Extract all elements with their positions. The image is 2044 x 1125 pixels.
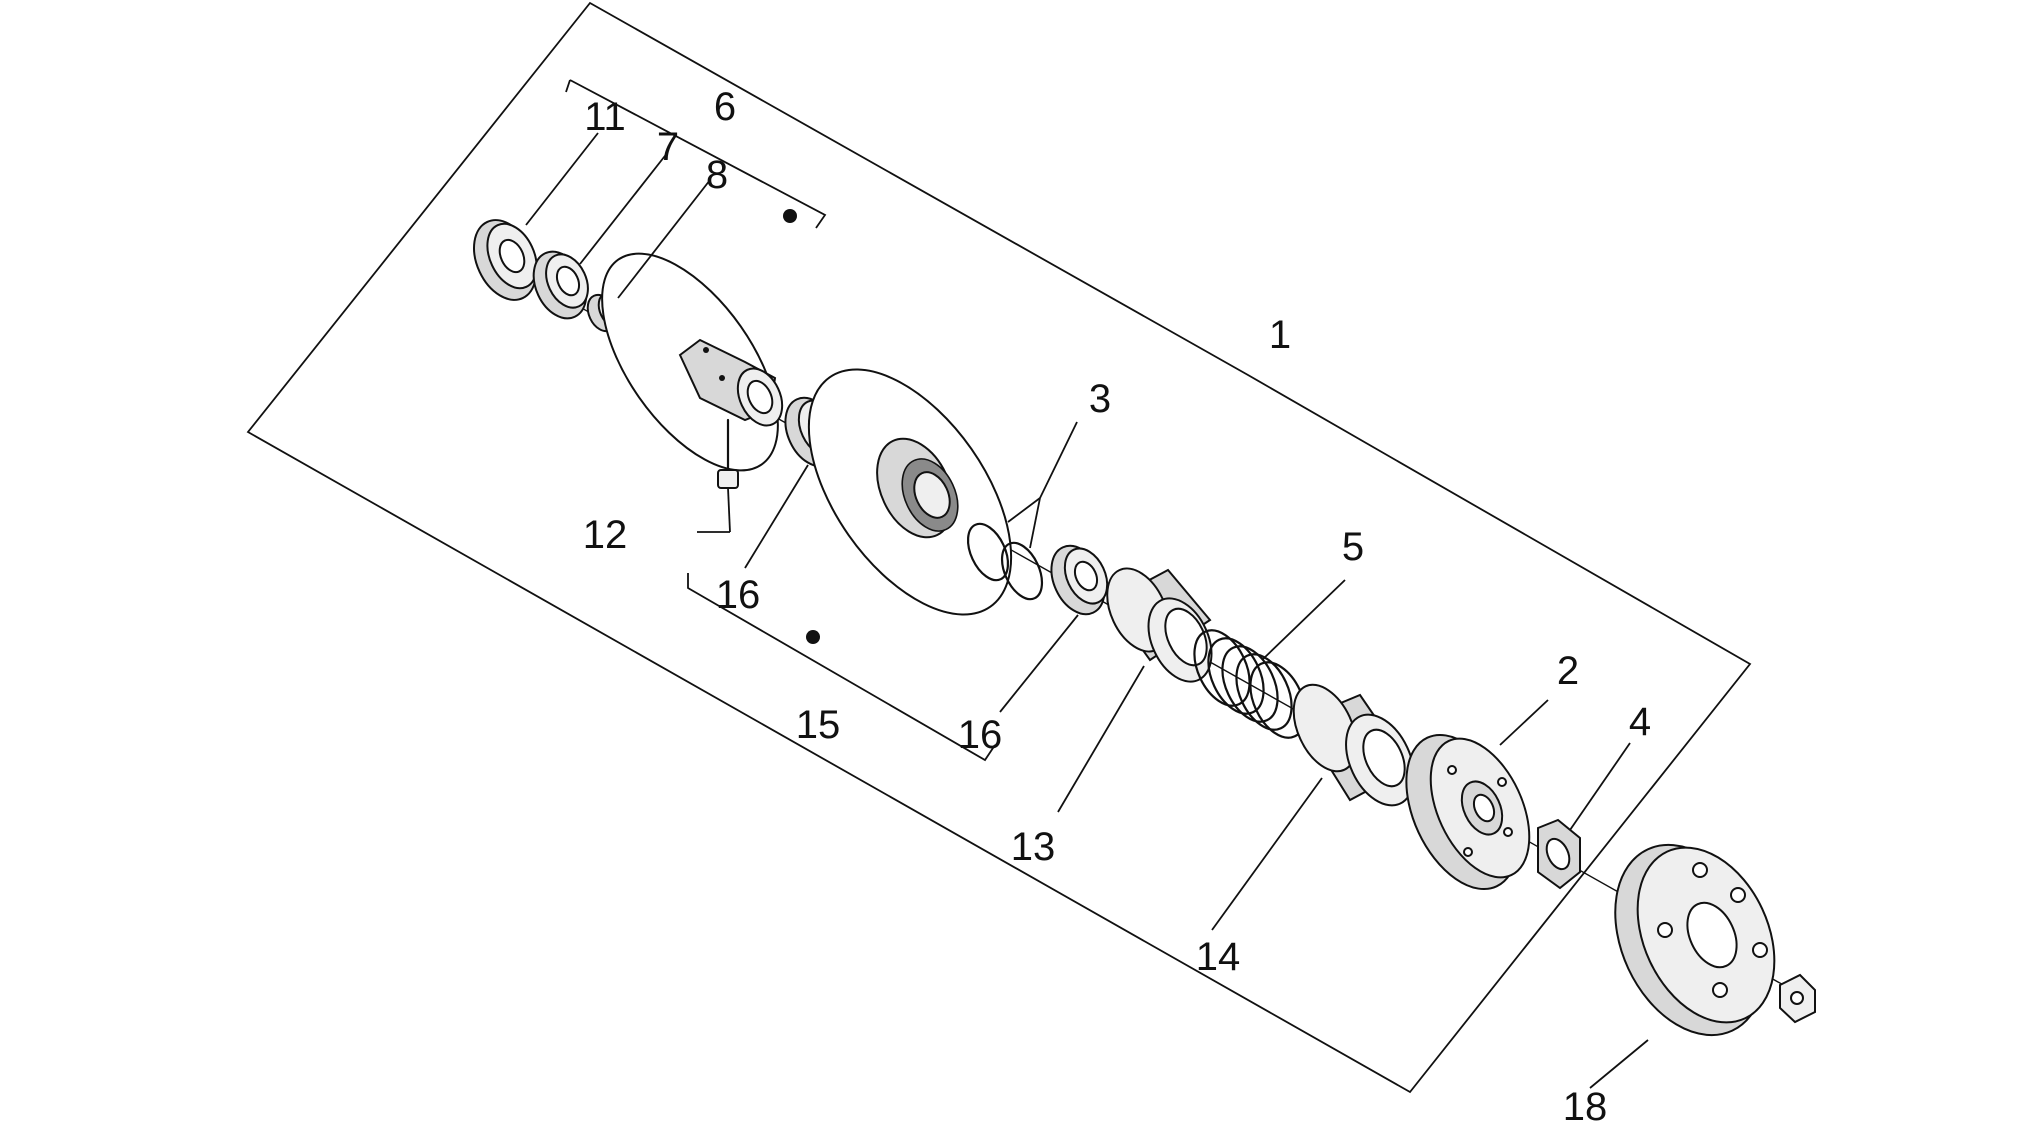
callout-16-upper: 16 <box>716 573 761 617</box>
callout-8: 8 <box>706 153 728 197</box>
callout-11: 11 <box>584 95 626 139</box>
part-11-bearing <box>473 219 538 301</box>
part-2-clutch <box>1405 733 1531 891</box>
part-12-screw <box>717 418 739 489</box>
callout-14: 14 <box>1196 935 1241 979</box>
bracket-group-15 <box>687 573 996 762</box>
part-13-sleeve <box>1106 567 1213 683</box>
dot-marker-bottom <box>806 630 820 644</box>
callout-13: 13 <box>1011 825 1056 869</box>
part-movable-half-pulley <box>807 368 1013 616</box>
callout-18: 18 <box>1563 1085 1608 1125</box>
part-18-clutch-bell <box>1614 843 1776 1037</box>
part-16-bearing-lower <box>1050 544 1109 616</box>
callout-15: 15 <box>796 703 841 747</box>
dot-marker-top <box>783 209 797 223</box>
part-nut-end <box>1779 973 1816 1024</box>
part-5-spring <box>1193 629 1307 739</box>
callout-3: 3 <box>1089 377 1111 421</box>
callout-12: 12 <box>583 513 628 557</box>
leader-lines <box>525 132 1649 1089</box>
bracket-group-6 <box>569 79 827 229</box>
part-4-nut <box>1537 818 1581 890</box>
callout-5: 5 <box>1342 525 1364 569</box>
bracket-group-1 <box>246 1 1752 1094</box>
callout-16-lower: 16 <box>958 713 1003 757</box>
callout-2: 2 <box>1557 649 1579 693</box>
callout-6: 6 <box>714 85 736 129</box>
part-fixed-half-pulley <box>601 252 784 472</box>
callout-7: 7 <box>657 125 679 169</box>
callout-4: 4 <box>1629 700 1651 744</box>
part-14-sleeve <box>1292 683 1415 807</box>
callout-1: 1 <box>1269 313 1291 357</box>
part-3-o-rings <box>966 522 1044 601</box>
part-7-seal <box>532 250 589 320</box>
